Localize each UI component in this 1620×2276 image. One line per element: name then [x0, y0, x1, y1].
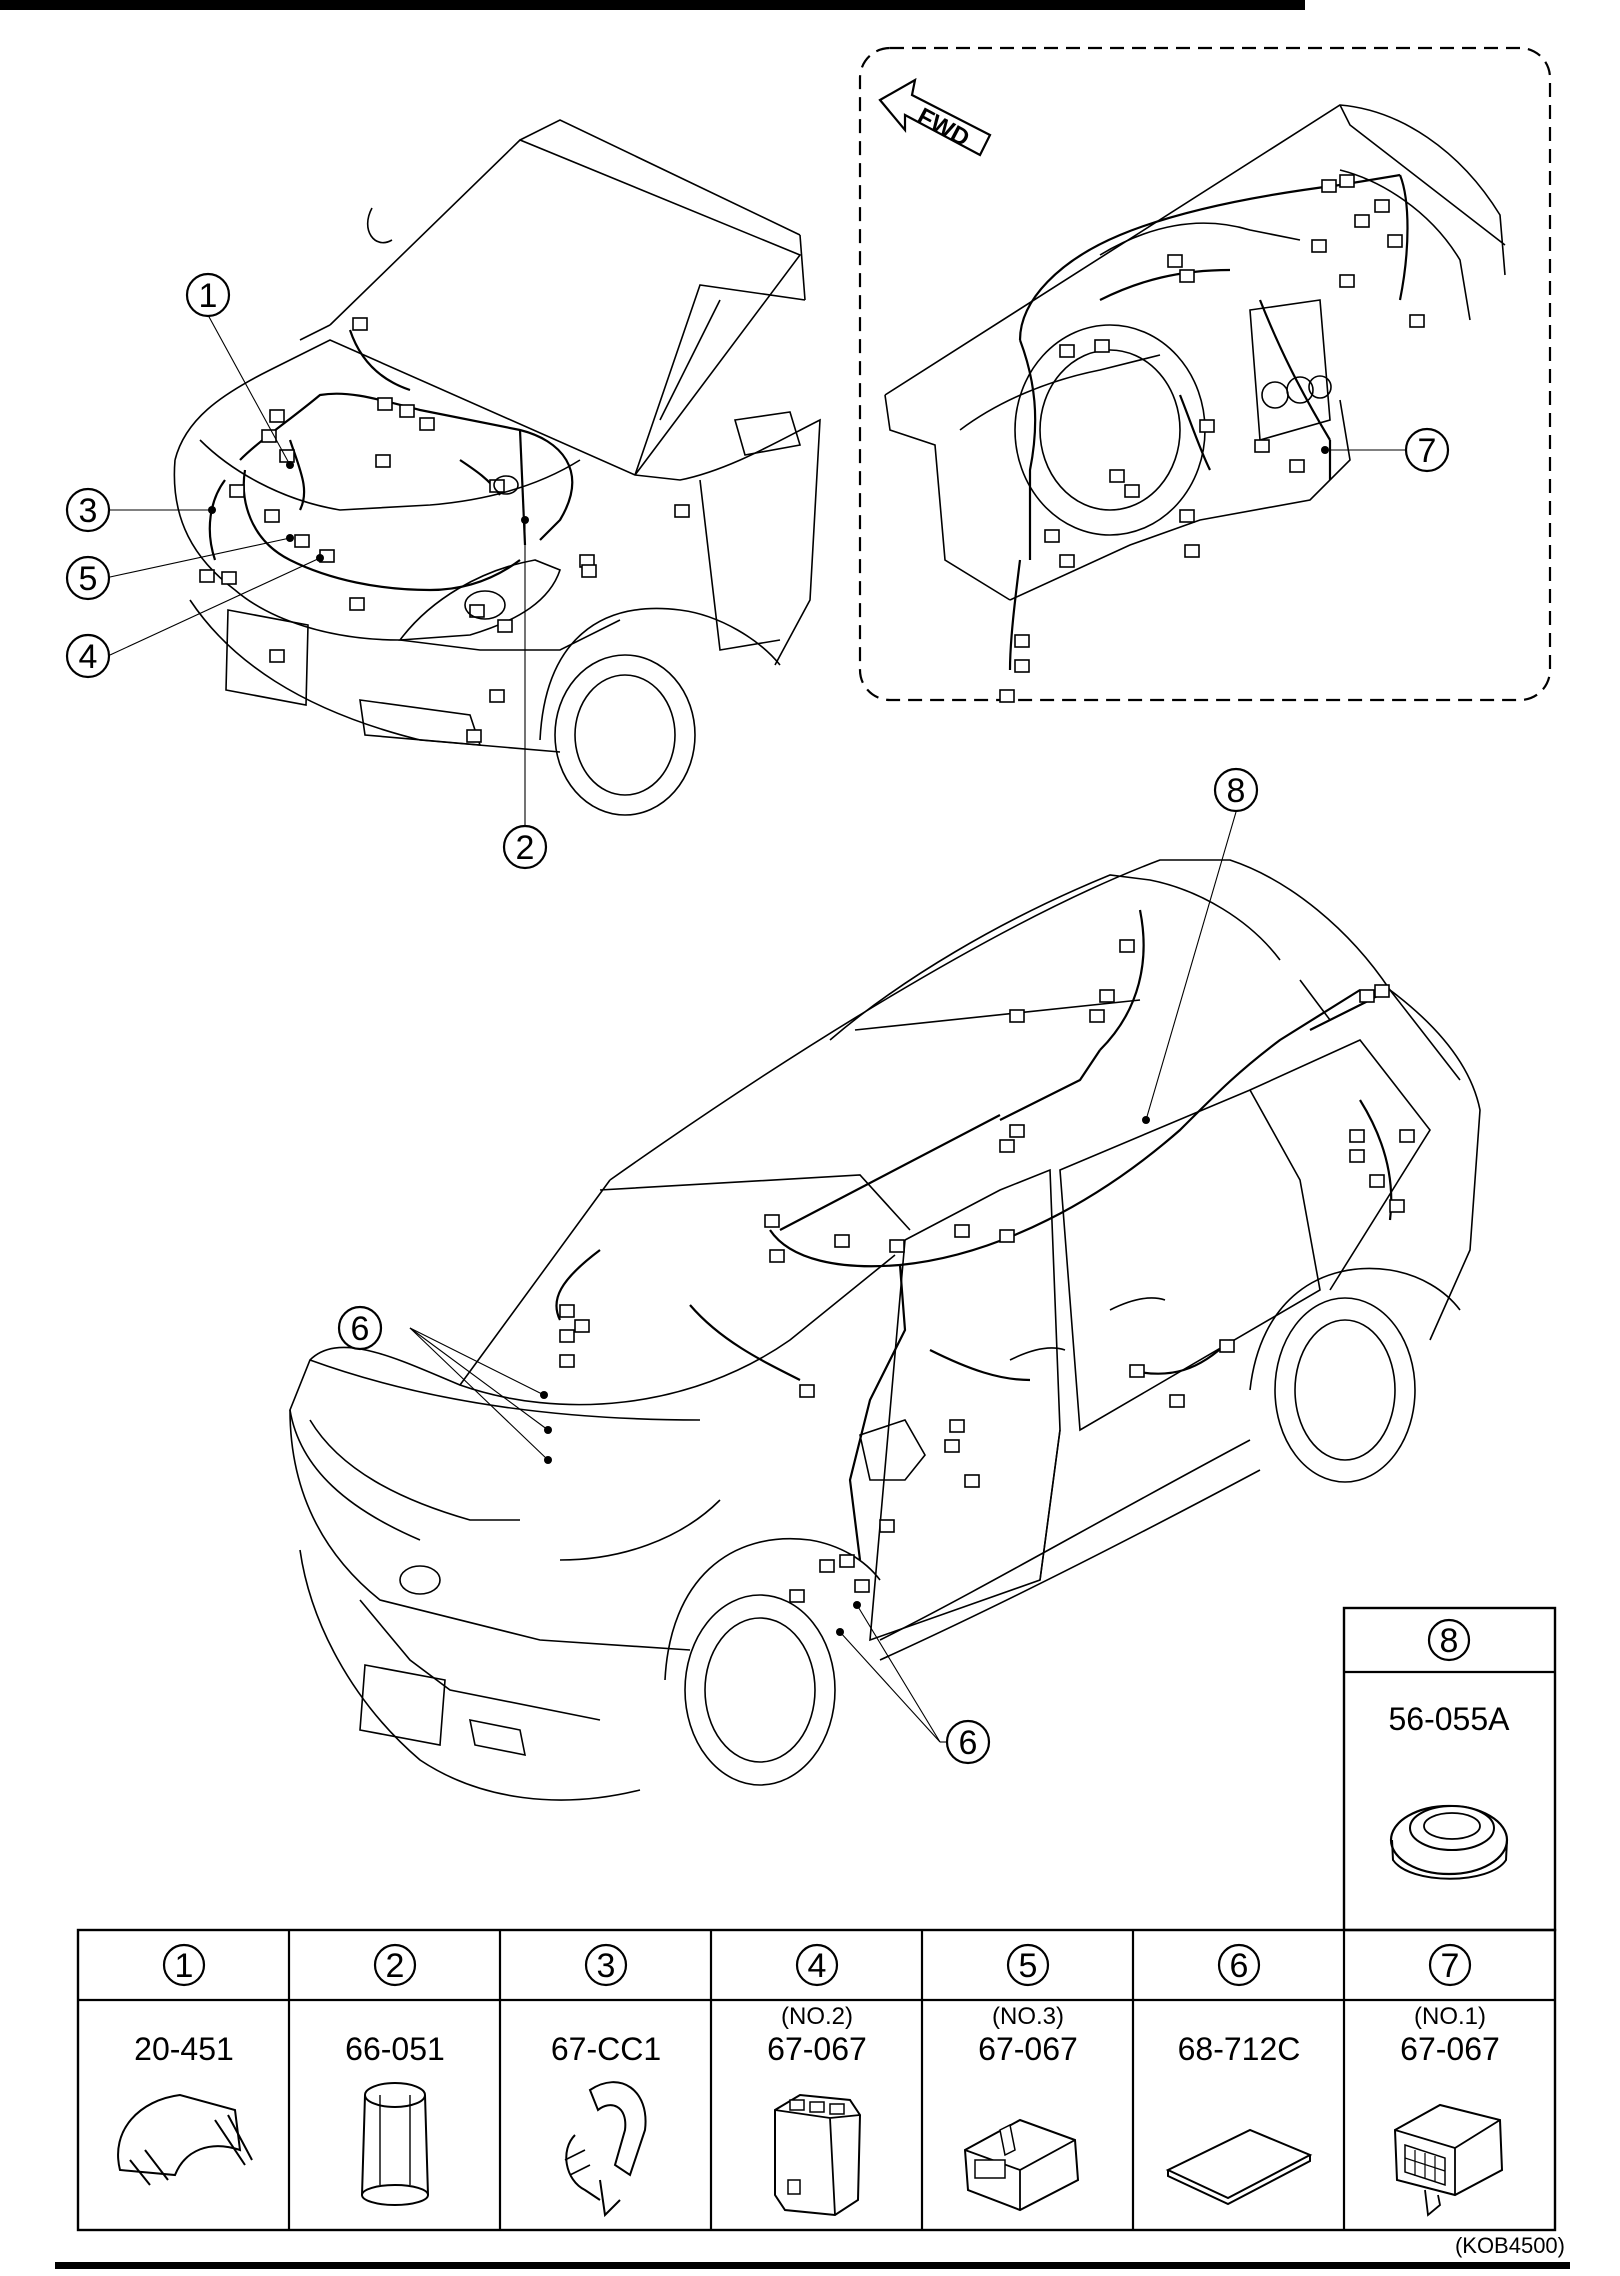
callout-6-windshield: 6 [337, 1305, 552, 1464]
svg-text:(NO.3): (NO.3) [992, 2003, 1064, 2030]
svg-text:67-067: 67-067 [978, 2031, 1078, 2067]
callout-2: 2 [502, 516, 548, 870]
svg-text:6: 6 [351, 1310, 370, 1348]
svg-text:7: 7 [1418, 432, 1437, 470]
svg-text:6: 6 [959, 1724, 978, 1762]
engine-compartment-view [173, 119, 821, 816]
figure-code: (KOB4500) [1455, 2233, 1565, 2258]
connector-3-icon [963, 2118, 1080, 2212]
foam-pad-icon [1165, 2128, 1313, 2206]
svg-text:8: 8 [1227, 772, 1246, 810]
callout-4: 4 [65, 554, 324, 679]
svg-text:1: 1 [199, 277, 218, 315]
fwd-arrow: FWD [878, 77, 992, 157]
part-cell-2: 2 66-051 [345, 1943, 445, 2206]
vehicle-view [289, 859, 1481, 1801]
part-cell-6: 6 68-712C [1165, 1943, 1313, 2206]
callout-7: 7 [1321, 427, 1450, 473]
connector-1-icon [1393, 2103, 1504, 2217]
top-rule [0, 0, 1305, 10]
part-cell-4: 4 (NO.2) 67-067 [767, 1943, 867, 2217]
dashboard-inset: FWD [858, 46, 1552, 703]
svg-text:4: 4 [808, 1947, 827, 1985]
callout-8: 8 [1142, 767, 1259, 1124]
callout-1: 1 [185, 272, 294, 469]
part-cell-7: 7 (NO.1) 67-067 [1393, 1943, 1504, 2217]
part-cell-5: 5 (NO.3) 67-067 [963, 1943, 1080, 2212]
svg-text:67-067: 67-067 [767, 2031, 867, 2067]
svg-text:20-451: 20-451 [134, 2031, 234, 2067]
svg-text:67-CC1: 67-CC1 [551, 2031, 661, 2067]
cable-clip-icon [564, 2081, 647, 2218]
part-cell-3: 3 67-CC1 [551, 1943, 661, 2218]
connector-2-icon [774, 2093, 862, 2217]
svg-text:66-051: 66-051 [345, 2031, 445, 2067]
svg-text:(NO.2): (NO.2) [781, 2003, 853, 2030]
svg-text:4: 4 [79, 638, 98, 676]
svg-text:67-067: 67-067 [1400, 2031, 1500, 2067]
svg-text:7: 7 [1441, 1947, 1460, 1985]
svg-text:1: 1 [175, 1947, 194, 1985]
svg-text:2: 2 [516, 829, 535, 867]
callout-3: 3 [65, 487, 216, 533]
svg-text:5: 5 [1019, 1947, 1038, 1985]
callout-5: 5 [65, 534, 294, 601]
harness-clip-icon [117, 2093, 253, 2186]
parts-table [76, 1606, 1557, 2232]
clip-pin-icon [361, 2082, 429, 2206]
svg-text:6: 6 [1230, 1947, 1249, 1985]
svg-text:(NO.1): (NO.1) [1414, 2003, 1486, 2030]
grommet-icon [1389, 1804, 1509, 1880]
svg-text:3: 3 [79, 492, 98, 530]
svg-text:3: 3 [597, 1947, 616, 1985]
svg-text:68-712C: 68-712C [1178, 2031, 1301, 2067]
callout-6-door: 6 [836, 1601, 991, 1765]
svg-text:2: 2 [386, 1947, 405, 1985]
svg-text:56-055A: 56-055A [1389, 1701, 1511, 1737]
part-cell-1: 1 20-451 [117, 1943, 253, 2186]
svg-text:8: 8 [1440, 1622, 1459, 1660]
svg-text:5: 5 [79, 560, 98, 598]
part-8-cell: 8 56-055A [1389, 1618, 1511, 1880]
bottom-rule [55, 2262, 1570, 2269]
